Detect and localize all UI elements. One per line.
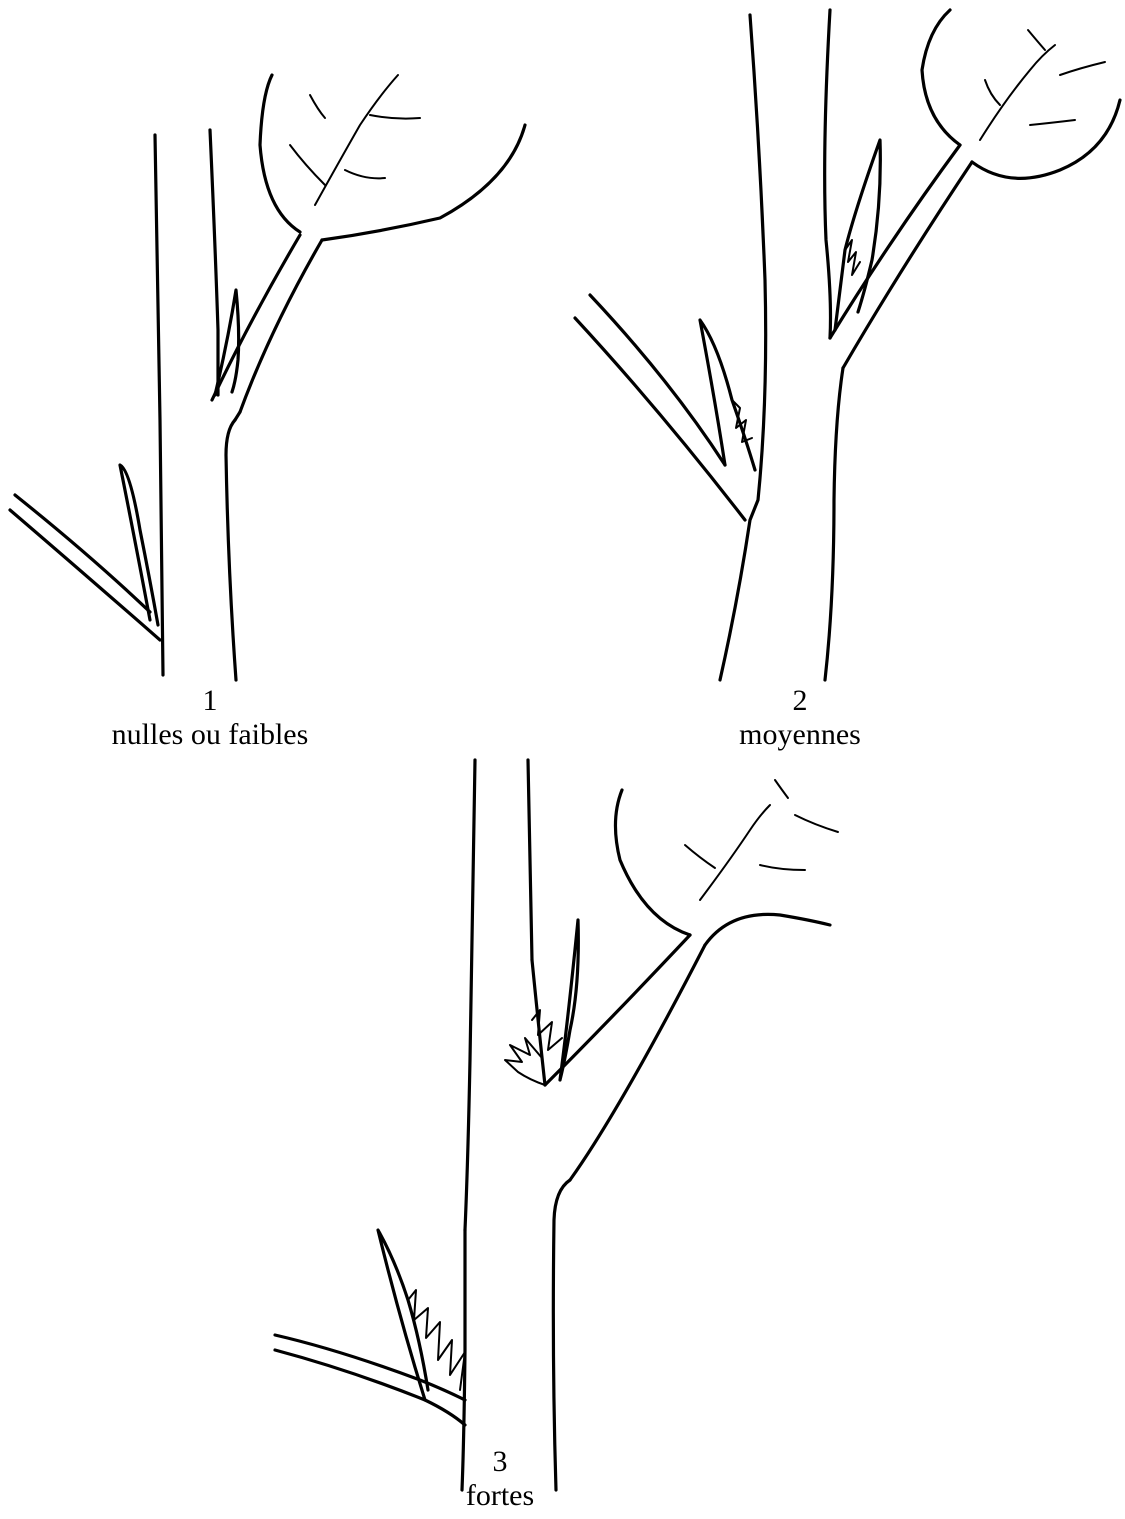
figure-1-drawing	[0, 0, 560, 760]
fig3-leaf-midrib	[700, 805, 770, 900]
fig2-upper-shoot-teeth	[845, 240, 860, 275]
fig2-leaf-vein-1	[985, 80, 1000, 105]
fig3-leaf-vein-4	[775, 780, 788, 798]
fig2-lower-petiole	[575, 295, 745, 520]
fig1-upper-petiole	[212, 235, 322, 412]
fig3-upper-shoot-teeth	[505, 1010, 562, 1085]
fig1-stem-left	[155, 135, 163, 675]
figure-3-label: fortes	[370, 1479, 630, 1513]
fig3-lower-petiole	[275, 1335, 465, 1425]
fig3-leaf-vein-2	[760, 865, 805, 870]
fig3-leaf-vein-3	[795, 815, 838, 832]
fig1-leaf-vein-4	[370, 115, 420, 119]
figure-2-number: 2	[660, 684, 940, 718]
fig1-leaf-vein-1	[290, 145, 325, 185]
figure-2-caption: 2 moyennes	[660, 684, 940, 752]
figure-1-caption: 1 nulles ou faibles	[60, 684, 360, 752]
fig3-stem-left	[465, 760, 475, 1230]
figure-2-label: moyennes	[660, 718, 940, 752]
fig2-leaf-vein-3	[1060, 62, 1105, 75]
figure-3-caption: 3 fortes	[370, 1445, 630, 1513]
figure-3: 3 fortes	[260, 760, 860, 1519]
figure-1: 1 nulles ou faibles	[0, 0, 560, 760]
fig1-leaf-midrib	[315, 75, 398, 205]
figure-2: 2 moyennes	[560, 0, 1125, 760]
fig2-leaf-vein-4	[1028, 30, 1045, 50]
fig2-stem-right	[825, 10, 843, 680]
fig2-upper-shoot	[835, 140, 880, 330]
figure-3-drawing	[260, 760, 860, 1519]
fig2-stem-left	[720, 15, 766, 680]
fig2-lower-shoot	[700, 320, 755, 470]
fig3-leaf-vein-1	[685, 845, 715, 868]
fig1-upper-petiole-joint	[235, 412, 240, 420]
fig3-stem-right	[528, 760, 570, 1490]
fig1-stem-right-lower	[226, 420, 236, 680]
fig2-leaf-blade	[922, 10, 1120, 178]
figure-3-number: 3	[370, 1445, 630, 1479]
figure-1-number: 1	[60, 684, 360, 718]
fig3-upper-petiole	[545, 935, 705, 1180]
fig2-leaf-vein-2	[1030, 120, 1075, 125]
figure-2-drawing	[560, 0, 1125, 760]
figure-1-label: nulles ou faibles	[60, 718, 360, 752]
fig1-stem-right-upper	[210, 130, 218, 395]
fig1-leaf-vein-2	[345, 170, 385, 178]
fig1-leaf-vein-3	[310, 95, 325, 118]
